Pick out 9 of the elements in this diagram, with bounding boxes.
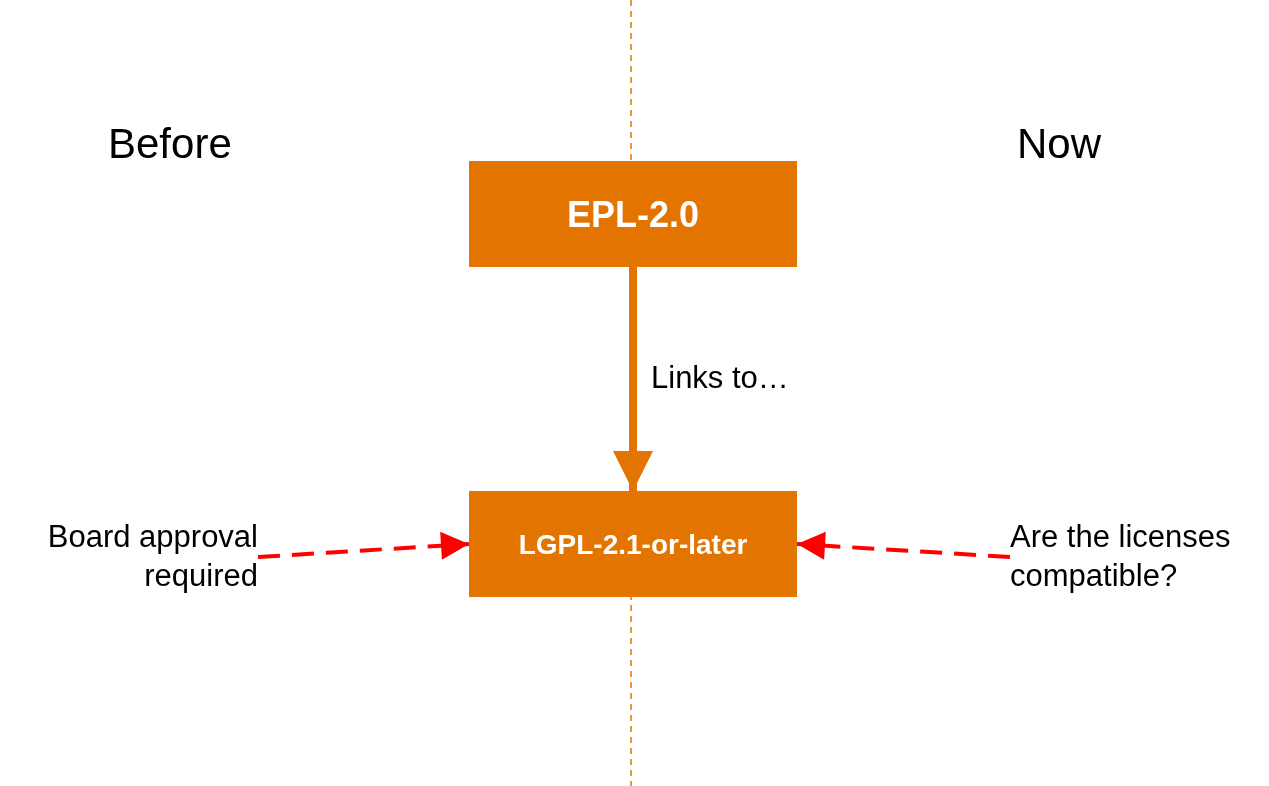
arrow [257, 531, 470, 560]
note-text: Board approval required [6, 515, 258, 599]
arrow [613, 267, 653, 491]
license-box: LGPL-2.1-or-later [469, 491, 797, 597]
column-heading: Before [108, 119, 232, 169]
arrow [796, 531, 1011, 560]
license-box: EPL-2.0 [469, 161, 797, 267]
note-text: Are the licenses compatible? [1010, 515, 1266, 599]
column-heading: Now [1017, 119, 1102, 169]
